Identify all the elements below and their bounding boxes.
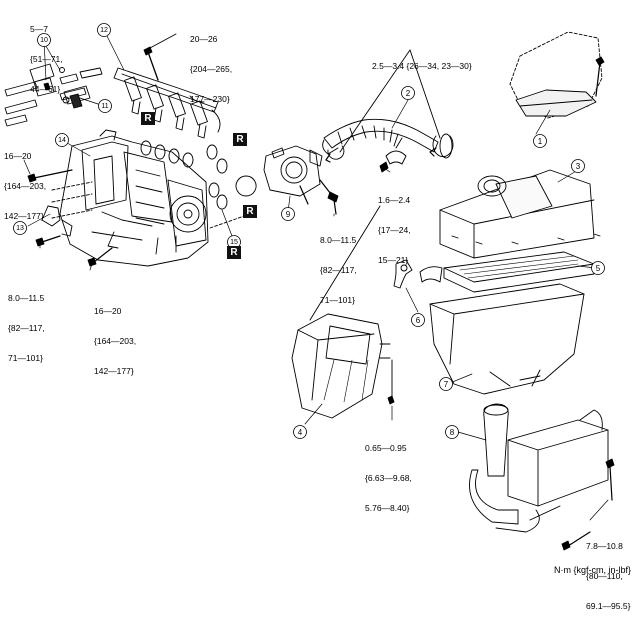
callout-10: 10 (40, 37, 48, 44)
torque-injector-line-2: {51—71, (30, 54, 63, 64)
fuel-injector-assembly (4, 33, 221, 139)
throttle-body (263, 145, 339, 215)
callout-1-circle (533, 134, 547, 148)
replace-badge-1: R (141, 112, 155, 125)
torque-clamp-line-3: 15—21} (378, 255, 409, 265)
torque-bracket-line-1: 7.8—10.8 (586, 541, 623, 551)
callout-10-circle (37, 33, 51, 47)
torque-lower-bolt-line-1: 8.0—11.5 (8, 293, 45, 303)
torque-bracket-line-3: 69.1—95.5} (586, 601, 631, 611)
replace-badge-2: R (233, 133, 247, 146)
callout-numbers: 1 2 3 4 5 6 7 8 9 10 11 12 13 14 15 (16, 27, 601, 437)
torque-screw-line-2: {6.63—9.68, (365, 473, 412, 483)
resonator-chamber (291, 205, 395, 419)
callout-1: 1 (538, 137, 543, 146)
torque-clamp-line-2: {17—24, (378, 225, 411, 235)
callout-3: 3 (576, 162, 581, 171)
torque-throttle-line-3: 71—101} (320, 295, 355, 305)
callout-6: 6 (416, 316, 421, 325)
callout-11-circle (98, 99, 112, 113)
callout-12: 12 (100, 27, 108, 34)
torque-rail-line-1: 20—26 (190, 34, 218, 44)
torque-stud-line-3: 142—177} (4, 211, 44, 221)
torque-injector-line-3: 44—61} (30, 84, 61, 94)
torque-stud-line-2: {164—203, (4, 181, 47, 191)
callout-9-circle (281, 207, 295, 221)
callout-7: 7 (444, 380, 449, 389)
torque-resonator-clamp: 1.6—2.4 {17—24, 15—21} (378, 175, 411, 275)
engine-cover-plate (509, 31, 605, 119)
callout-14: 14 (58, 137, 66, 144)
callout-3-circle (571, 159, 585, 173)
intake-manifold (27, 129, 251, 267)
torque-hose-clamp-line-1: 2.5—3.4 {26—34, 23—30} (372, 61, 472, 71)
torque-lower-bolt-line-3: 71—101} (8, 353, 43, 363)
callout-5-circle (591, 261, 605, 275)
torque-manifold-bolt-lower: 8.0—11.5 {82—117, 71—101} (8, 273, 45, 373)
torque-fuel-rail-bolt: 20—26 {204—265, 177—230} (190, 14, 232, 114)
callout-12-circle (97, 23, 111, 37)
callout-4-circle (293, 425, 307, 439)
callout-14-circle (55, 133, 69, 147)
replace-badge-3: R (243, 205, 257, 218)
breather-hose (393, 259, 443, 289)
torque-throttle-line-2: {82—117, (320, 265, 357, 275)
callout-8: 8 (450, 428, 455, 437)
callout-15: 15 (230, 239, 238, 246)
torque-lower-nut-line-2: {164—203, (94, 336, 137, 346)
torque-bracket-line-2: {80—110, (586, 571, 623, 581)
torque-injector-line-1: 5—7 (30, 24, 48, 34)
exploded-intake-diagram: 1 2 3 4 5 6 7 8 9 10 11 12 13 14 15 (4, 23, 615, 551)
callout-5: 5 (596, 264, 601, 273)
torque-manifold-stud-left: 16—20 {164—203, 142—177} (4, 131, 46, 231)
torque-air-hose-clamp: 2.5—3.4 {26—34, 23—30} (372, 41, 472, 81)
torque-lower-nut-line-3: 142—177} (94, 366, 134, 376)
callout-4: 4 (298, 428, 303, 437)
air-cleaner-case (429, 283, 585, 395)
resonator-duct (469, 403, 615, 551)
air-cleaner-cover (439, 169, 601, 259)
callout-9: 9 (286, 210, 291, 219)
torque-rail-line-3: 177—230} (190, 94, 230, 104)
callout-circles (13, 23, 605, 439)
torque-throttle-line-1: 8.0—11.5 (320, 235, 357, 245)
torque-rail-line-2: {204—265, (190, 64, 233, 74)
torque-stud-line-1: 16—20 (4, 151, 32, 161)
torque-manifold-nut-lower: 16—20 {164—203, 142—177} (94, 286, 136, 386)
torque-throttle-body-bolt: 8.0—11.5 {82—117, 71—101} (320, 215, 357, 315)
units-note: N·m {kgf-cm, in-lbf} (553, 565, 631, 575)
callout-7-circle (439, 377, 453, 391)
callout-13-circle (13, 221, 27, 235)
torque-screw-line-1: 0.65—0.95 (365, 443, 407, 453)
callout-11: 11 (101, 103, 108, 110)
manifold-gaskets (140, 140, 257, 210)
callout-2: 2 (406, 89, 411, 98)
callout-13: 13 (16, 225, 24, 232)
torque-clamp-line-1: 1.6—2.4 (378, 195, 411, 205)
replace-badge-4: R (227, 246, 241, 259)
torque-lower-nut-line-1: 16—20 (94, 306, 122, 316)
callout-6-circle (411, 313, 425, 327)
torque-screw-line-3: 5.76—8.40} (365, 503, 410, 513)
torque-resonator-screw: 0.65—0.95 {6.63—9.68, 5.76—8.40} (365, 423, 412, 523)
torque-injector-bolt: 5—7 {51—71, 44—61} (30, 4, 63, 104)
callout-8-circle (445, 425, 459, 439)
air-hose (322, 49, 454, 173)
callout-2-circle (401, 86, 415, 100)
air-filter-element (443, 251, 595, 293)
torque-lower-bolt-line-2: {82—117, (8, 323, 45, 333)
